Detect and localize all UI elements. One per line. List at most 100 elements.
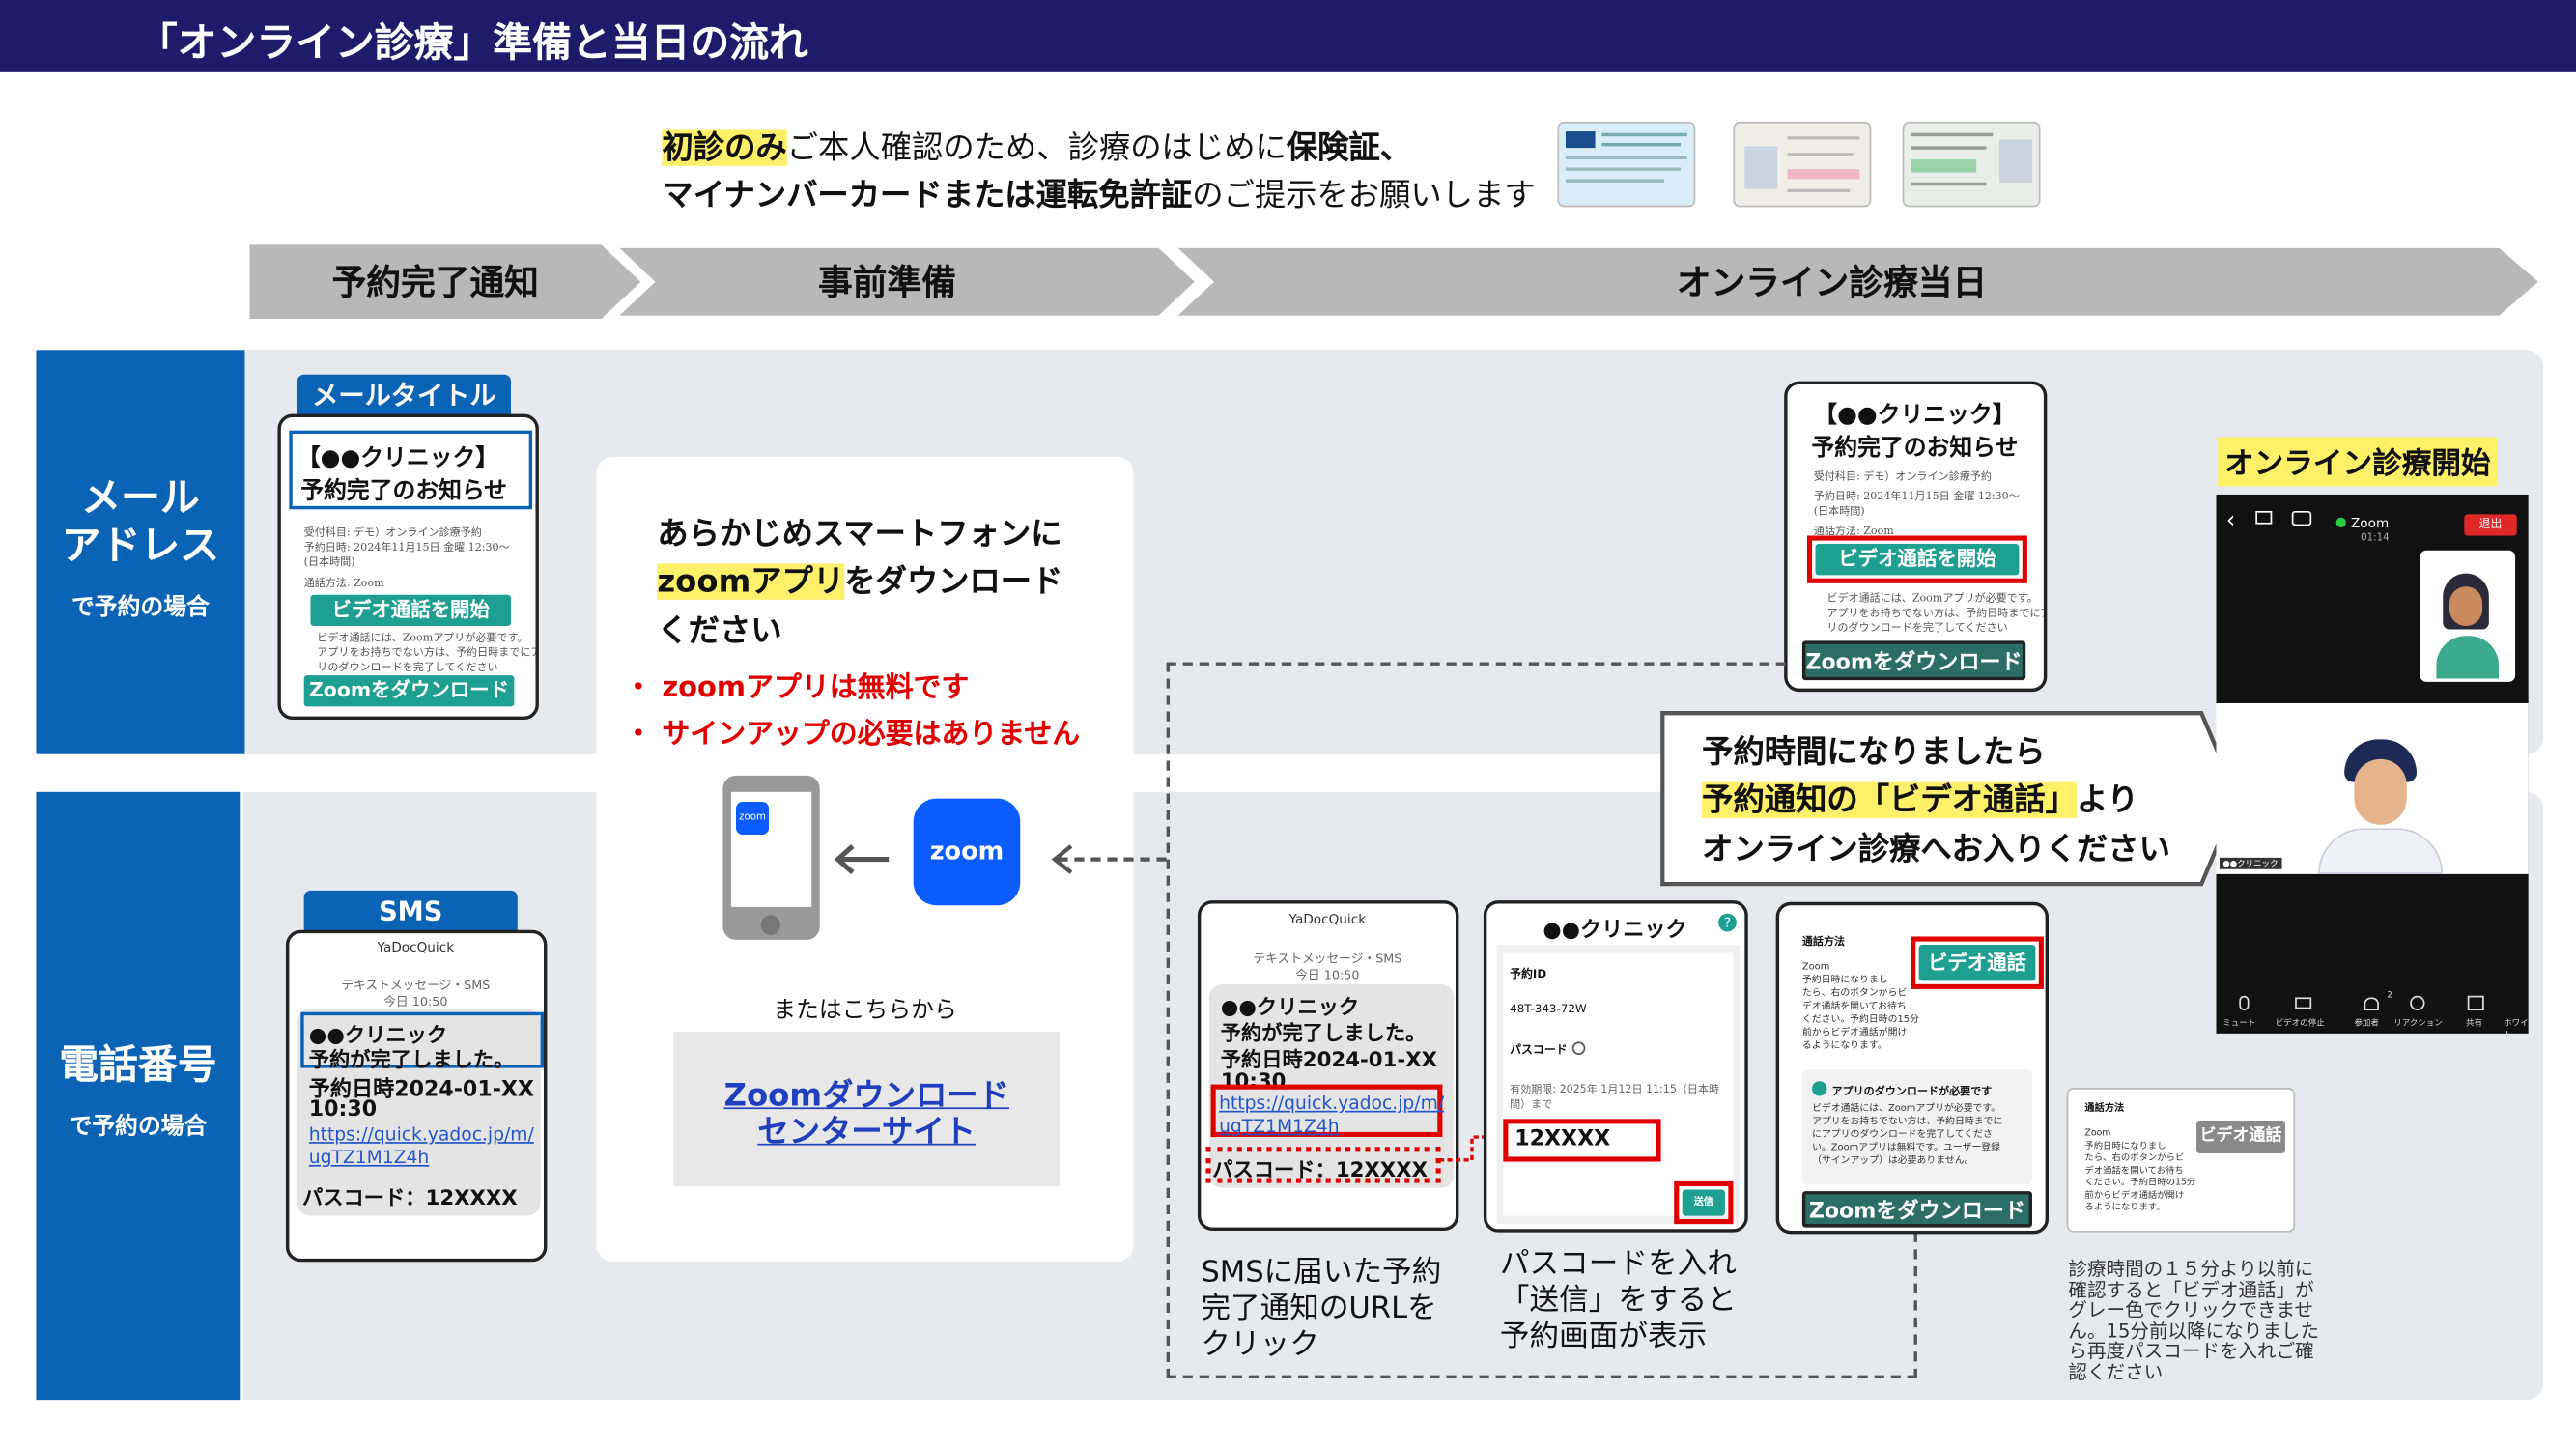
step3-desc-5: 前からビデオ通話が開け — [1801, 1028, 1908, 1038]
toolbar-video[interactable]: ビデオの停止 — [2275, 1018, 2325, 1029]
sms-url-1[interactable]: https://quick.yadoc.jp/m/ — [308, 1123, 534, 1146]
camera-switch-icon[interactable] — [2291, 510, 2312, 526]
note-text-1: ご本人確認のため、診療のはじめに — [786, 129, 1287, 166]
day-mail-video-highlight — [1806, 535, 2027, 583]
patient-face — [2449, 586, 2483, 627]
prep-line-2b: をダウンロード — [844, 563, 1063, 600]
mail-body-6: アプリをお持ちでない方は、予約日時までにア — [317, 645, 539, 660]
dashed-connector-top — [1166, 662, 1786, 666]
sms-meta-2: 今日 10:50 — [383, 994, 448, 1009]
step3-video-call-button[interactable]: ビデオ通話 — [1918, 945, 2036, 981]
step3-video-highlight — [1911, 936, 2044, 989]
day-mail-body: 受付科目: デモ）オンライン診療予約 予約日時: 2024年11月15日 金曜 … — [1814, 469, 2020, 538]
id-note: 初診のみご本人確認のため、診療のはじめに保険証、 マイナンバーカードまたは運転免… — [662, 125, 1536, 220]
step2-passcode-input[interactable] — [1503, 1119, 1661, 1162]
smartphone-icon: zoom — [722, 775, 820, 940]
help-icon[interactable]: ? — [1718, 913, 1737, 932]
mail-body-2-block: ビデオ通話には、Zoomアプリが必要です。 アプリをお持ちでない方は、予約日時ま… — [317, 631, 539, 675]
note-highlight: 初診のみ — [662, 129, 787, 166]
toolbar-participant-count: 2 — [2387, 990, 2392, 1001]
step4-desc-6: るようになります。 — [2084, 1203, 2166, 1213]
step-label-3: オンライン診療当日 — [1676, 263, 1988, 302]
sms-msg-4: 10:30 — [308, 1097, 378, 1122]
back-icon[interactable]: ‹ — [2225, 507, 2236, 534]
toolbar-whiteboard[interactable]: ホワイト — [2504, 1018, 2529, 1040]
prep-line-3: ください — [657, 612, 782, 649]
step2-id-label: 予約ID — [1510, 967, 1547, 981]
step3-desc: Zoom 予約日時になりまし たら、右のボタンからビ デオ通話を開いてお待ち く… — [1802, 961, 1919, 1053]
leave-button[interactable]: 退出 — [2464, 514, 2517, 536]
step4-desc-2: たら、右のボタンからビ — [2084, 1153, 2185, 1164]
mail-video-call-button[interactable]: ビデオ通話を開始 — [310, 594, 511, 627]
callout-line-2: 予約通知の「ビデオ通話」より — [1702, 776, 2138, 820]
step4-caption-6: 認ください — [2068, 1359, 2164, 1383]
step2-clinic: ●●クリニック — [1543, 918, 1687, 944]
mail-row-label: メール アドレス で予約の場合 — [36, 350, 245, 754]
callout-line-1: 予約時間になりましたら — [1702, 734, 2046, 771]
step3-desc-1: 予約日時になりまし — [1801, 976, 1888, 986]
step-arrows — [249, 242, 2547, 323]
step1-url-highlight — [1210, 1084, 1443, 1138]
prep-line-2: zoomアプリをダウンロード — [657, 557, 1062, 602]
step1-passcode: パスコード：12XXXX — [1212, 1156, 1428, 1181]
sms-meta-1: テキストメッセージ・SMS — [341, 978, 491, 993]
step3-desc-6: るようになります。 — [1801, 1041, 1887, 1052]
day-mail-video-call-button[interactable]: ビデオ通話を開始 — [1815, 543, 2020, 576]
step1-msg-2: 予約が完了しました。 — [1220, 1020, 1427, 1045]
speaker-icon[interactable] — [2255, 510, 2273, 525]
step4-desc-1: 予約日時になりまし — [2084, 1141, 2166, 1151]
day-mail-zoom-download-button[interactable]: Zoomをダウンロード — [1801, 640, 2026, 681]
prep-highlight: zoomアプリ — [657, 563, 845, 600]
dashed-connector-left — [1166, 662, 1171, 1379]
step4-desc-5: 前からビデオ通話が開け — [2084, 1190, 2185, 1201]
step4-caption-4: ん。15分前以降になりました — [2068, 1318, 2320, 1342]
step3-desc-z: Zoom — [1801, 962, 1830, 973]
step2-send-button[interactable]: 送信 — [1682, 1189, 1725, 1216]
prep-red-1: ・ zoomアプリは無料です — [624, 671, 970, 705]
step3-need: アプリのダウンロードが必要です — [1831, 1084, 1993, 1098]
mail-zoom-download-button[interactable]: Zoomをダウンロード — [303, 675, 515, 707]
step1-url-2[interactable]: ugTZ1M1Z4h — [1219, 1115, 1340, 1138]
doctor-video-tile: ●●クリニック — [2216, 702, 2529, 874]
step4-caption: 診療時間の１５分より以前に 確認すると「ビデオ通話」が グレー色でクリックできま… — [2068, 1259, 2319, 1382]
step1-url-1[interactable]: https://quick.yadoc.jp/m/ — [1219, 1093, 1445, 1115]
toolbar-participants[interactable]: 参加者 — [2354, 1018, 2379, 1029]
day-mail-subject-2: 予約完了のお知らせ — [1811, 435, 2019, 462]
header-bar — [0, 0, 2576, 72]
zoom-download-link-1[interactable]: Zoomダウンロード — [723, 1077, 1009, 1115]
step2-form — [1503, 952, 1734, 1216]
day-mail-body-5: ビデオ通話には、Zoomアプリが必要です。 — [1826, 591, 2038, 605]
phone-row-line1: 電話番号 — [59, 1041, 217, 1088]
sms-msg-1: ●●クリニック — [308, 1021, 448, 1047]
day-mail-body-1: 受付科目: デモ）オンライン診療予約 — [1813, 469, 1992, 484]
step4-grey-card: 通話方法 Zoom 予約日時になりまし たら、右のボタンからビ デオ通話を開いて… — [2066, 1087, 2296, 1233]
step2-caption-2: 「送信」をすると — [1499, 1283, 1737, 1319]
day-mail-body-2: 予約日時: 2024年11月15日 金曜 12:30〜 — [1813, 489, 2020, 503]
dashed-connector-right — [1913, 1232, 1917, 1379]
info-icon — [1812, 1081, 1827, 1096]
toolbar-mute[interactable]: ミュート — [2222, 1018, 2256, 1029]
sms-msg-2: 予約が完了しました。 — [308, 1046, 515, 1071]
zoom-download-link-2[interactable]: センターサイト — [757, 1114, 977, 1151]
sms-url-2[interactable]: ugTZ1M1Z4h — [308, 1147, 430, 1169]
sms-header-box — [300, 1011, 544, 1068]
sms-tag: SMS — [303, 890, 518, 934]
step1-caption-1: SMSに届いた予約 — [1201, 1255, 1442, 1291]
step1-sender: YaDocQuick — [1288, 911, 1367, 927]
step-arrow-2 — [603, 242, 1204, 323]
step2-send-highlight — [1674, 1180, 1734, 1225]
step3-zoom-download-button[interactable]: Zoomをダウンロード — [1801, 1191, 2033, 1228]
zoom-label: Zoom — [2350, 516, 2390, 531]
step2-passcode-value: 12XXXX — [1514, 1126, 1611, 1152]
step2-caption-1: パスコードを入れ — [1499, 1246, 1737, 1282]
zoom-logo-icon[interactable]: zoom — [913, 798, 1021, 906]
license-card-image — [1902, 121, 2041, 208]
mail-title-tag: メールタイトル — [297, 374, 511, 418]
toolbar-share[interactable]: 共有 — [2466, 1018, 2483, 1029]
step4-video-call-button-disabled: ビデオ通話 — [2196, 1121, 2285, 1154]
step3-notice-4: い。Zoomアプリは無料です。ユーザー登録 — [1812, 1143, 2000, 1154]
step1-meta-1: テキストメッセージ・SMS — [1253, 951, 1402, 967]
step-label-1: 予約完了通知 — [331, 263, 539, 302]
step3-notice-1: ビデオ通話には、Zoomアプリが必要です。 — [1812, 1104, 2001, 1115]
toolbar-reactions[interactable]: リアクション — [2393, 1018, 2443, 1029]
